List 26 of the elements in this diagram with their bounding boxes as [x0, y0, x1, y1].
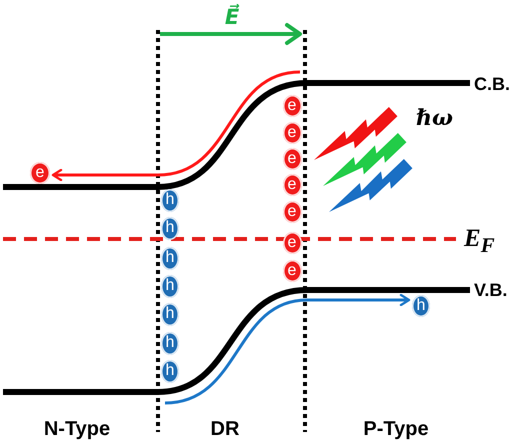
hole-symbol: h — [161, 216, 179, 240]
field-label: E⃗ — [224, 3, 240, 28]
hole-symbol: h — [161, 302, 179, 326]
electron-flow-arrow — [52, 70, 300, 182]
region-label: P-Type — [363, 419, 429, 439]
hole-symbol: h — [161, 274, 179, 298]
hole-symbol: h — [412, 295, 430, 317]
hole-symbol: h — [161, 360, 179, 382]
hole-symbol: h — [161, 246, 179, 270]
hole-symbol: h — [161, 188, 179, 212]
electron-symbol: e — [282, 201, 302, 223]
electron-symbol: e — [282, 232, 302, 254]
electron-symbol: e — [282, 260, 302, 282]
electron-symbol: e — [282, 95, 302, 117]
photon-label: ℏω — [416, 107, 453, 129]
region-label: N-Type — [44, 419, 110, 439]
region-label: DR — [210, 419, 240, 439]
band-label: V.B. — [474, 281, 508, 299]
hole-flow-arrow — [164, 294, 410, 404]
electron-symbol: e — [282, 148, 302, 170]
electron-symbol: e — [30, 162, 50, 184]
band-label: C.B. — [474, 75, 510, 93]
fermi-level-label: E$_{F}$ — [464, 226, 495, 256]
electron-symbol: e — [282, 174, 302, 196]
electron-symbol: e — [282, 122, 302, 144]
hole-symbol: h — [161, 332, 179, 354]
